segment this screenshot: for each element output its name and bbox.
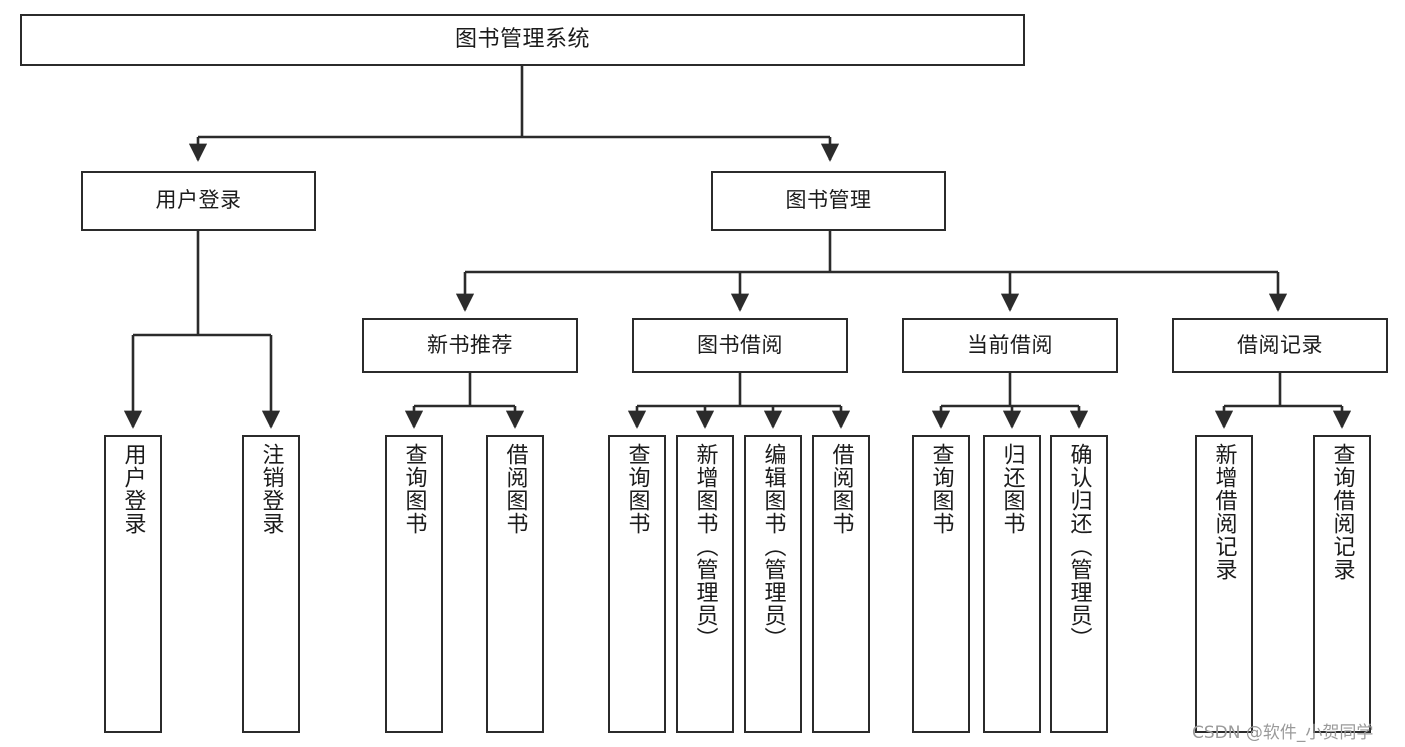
- node-root[interactable]: 图书管理系统: [20, 14, 1025, 66]
- leaf-borrow-book-1[interactable]: 借阅图书: [486, 435, 544, 733]
- leaf-return-book[interactable]: 归还图书: [983, 435, 1041, 733]
- leaf-add-book[interactable]: 新增图书（管理员）: [676, 435, 734, 733]
- node-new-book-recommend-label: 新书推荐: [427, 332, 513, 357]
- leaf-borrow-book-2[interactable]: 借阅图书: [812, 435, 870, 733]
- leaf-query-book-1-label: 查询图书: [401, 443, 427, 535]
- leaf-query-book-1[interactable]: 查询图书: [385, 435, 443, 733]
- leaf-query-borrow-record-label: 查询借阅记录: [1329, 443, 1355, 581]
- node-borrow-record-label: 借阅记录: [1237, 332, 1323, 357]
- leaf-confirm-return[interactable]: 确认归还（管理员）: [1050, 435, 1108, 733]
- watermark: CSDN @软件_小贺同学: [1192, 723, 1374, 743]
- node-current-borrow[interactable]: 当前借阅: [902, 318, 1118, 373]
- node-current-borrow-label: 当前借阅: [967, 332, 1053, 357]
- node-new-book-recommend[interactable]: 新书推荐: [362, 318, 578, 373]
- node-book-borrow-label: 图书借阅: [697, 332, 783, 357]
- leaf-add-borrow-record-label: 新增借阅记录: [1211, 443, 1237, 581]
- leaf-logout-login-label: 注销登录: [258, 443, 284, 535]
- node-borrow-record[interactable]: 借阅记录: [1172, 318, 1388, 373]
- leaf-borrow-book-2-label: 借阅图书: [828, 443, 854, 535]
- leaf-user-login[interactable]: 用户登录: [104, 435, 162, 733]
- leaf-query-book-2[interactable]: 查询图书: [608, 435, 666, 733]
- leaf-add-borrow-record[interactable]: 新增借阅记录: [1195, 435, 1253, 733]
- node-user-login[interactable]: 用户登录: [81, 171, 316, 231]
- leaf-query-borrow-record[interactable]: 查询借阅记录: [1313, 435, 1371, 733]
- node-root-label: 图书管理系统: [454, 26, 590, 52]
- leaf-user-login-label: 用户登录: [120, 443, 146, 535]
- leaf-query-book-3-label: 查询图书: [928, 443, 954, 535]
- node-book-manage[interactable]: 图书管理: [711, 171, 946, 231]
- node-user-login-label: 用户登录: [155, 188, 242, 213]
- node-book-manage-label: 图书管理: [785, 188, 872, 213]
- leaf-confirm-return-label: 确认归还（管理员）: [1066, 443, 1092, 650]
- leaf-query-book-2-label: 查询图书: [624, 443, 650, 535]
- leaf-edit-book[interactable]: 编辑图书（管理员）: [744, 435, 802, 733]
- leaf-query-book-3[interactable]: 查询图书: [912, 435, 970, 733]
- leaf-borrow-book-1-label: 借阅图书: [502, 443, 528, 535]
- leaf-logout-login[interactable]: 注销登录: [242, 435, 300, 733]
- node-book-borrow[interactable]: 图书借阅: [632, 318, 848, 373]
- leaf-edit-book-label: 编辑图书（管理员）: [760, 443, 786, 650]
- leaf-add-book-label: 新增图书（管理员）: [692, 443, 718, 650]
- leaf-return-book-label: 归还图书: [999, 443, 1025, 535]
